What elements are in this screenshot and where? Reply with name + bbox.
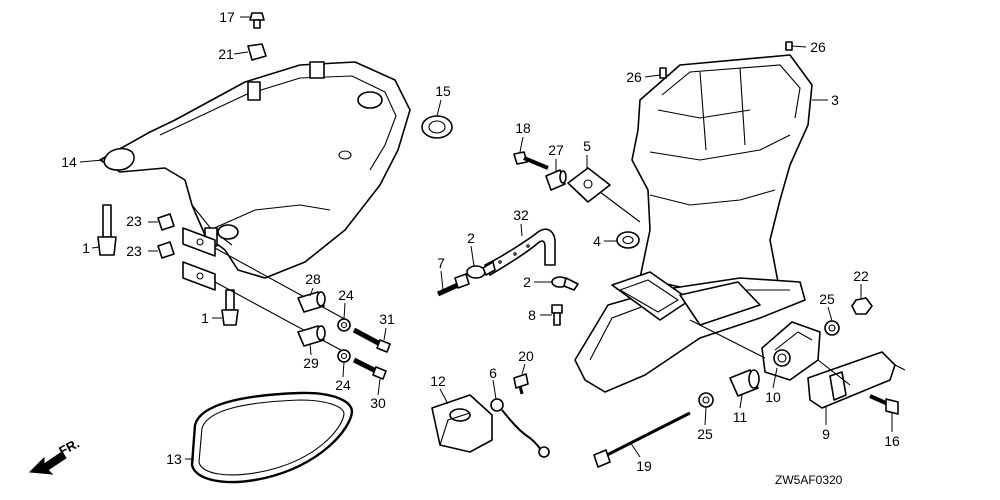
gear-case-base (574, 271, 806, 393)
extension-case (631, 41, 813, 293)
callout-8: 8 (528, 307, 536, 323)
mount-tab-upper (182, 227, 216, 257)
callout-9: 9 (822, 426, 830, 442)
callout-22: 22 (853, 268, 869, 284)
callout-13: 13 (166, 451, 182, 467)
callout-27: 27 (548, 142, 564, 158)
grommet-15 (421, 115, 453, 139)
hose-32 (484, 228, 556, 276)
callout-28: 28 (305, 271, 321, 287)
diagram-code: ZW5AF0320 (775, 473, 843, 487)
callout-30: 30 (370, 395, 386, 411)
bolt-1-lower (221, 289, 239, 326)
callout-25-upper: 25 (819, 291, 835, 307)
callout-5: 5 (583, 138, 591, 154)
bolt-7 (436, 273, 470, 297)
clip-23-upper (157, 213, 175, 231)
callout-16: 16 (884, 433, 900, 449)
bolt-31 (352, 327, 391, 353)
clip-nut-21 (247, 43, 267, 61)
collar-29 (297, 325, 326, 347)
callout-26-right: 26 (810, 39, 826, 55)
callout-15: 15 (435, 83, 451, 99)
callout-17: 17 (219, 9, 235, 25)
callout-2-upper: 2 (467, 230, 475, 246)
ground-strap-6 (490, 398, 550, 458)
collar-27 (545, 169, 567, 191)
callout-11: 11 (733, 409, 748, 425)
collar-28 (297, 291, 326, 313)
grommet-4 (616, 231, 640, 249)
callout-24-lower: 24 (335, 377, 351, 393)
callout-21: 21 (218, 46, 234, 62)
clip-23-lower (157, 241, 175, 259)
callout-18: 18 (515, 120, 531, 136)
callout-4: 4 (593, 233, 601, 249)
front-direction-indicator: FR. (28, 436, 82, 475)
hose-clip-2-upper (466, 261, 496, 279)
bolt-17 (249, 12, 265, 29)
plate-5 (567, 167, 641, 223)
mount-bracket-10 (761, 321, 821, 381)
bolt-1-upper (97, 204, 117, 256)
leader-lines (79, 16, 893, 460)
nut-22 (851, 297, 873, 315)
mount-tab-lower (182, 261, 216, 291)
callout-29: 29 (303, 355, 319, 371)
callout-12: 12 (430, 373, 446, 389)
callout-31: 31 (379, 311, 395, 327)
callout-14: 14 (61, 154, 77, 170)
bolt-16 (869, 394, 899, 415)
callout-10: 10 (765, 389, 781, 405)
front-arrow-icon (28, 451, 67, 475)
callout-26-left: 26 (626, 69, 642, 85)
callout-32: 32 (513, 207, 529, 223)
callout-25-lower: 25 (697, 426, 713, 442)
callout-19: 19 (636, 458, 652, 474)
callout-7: 7 (437, 255, 445, 271)
washer-25-lower (698, 392, 714, 408)
callout-2-lower: 2 (523, 274, 531, 290)
washer-24-upper (337, 318, 351, 332)
bolt-20 (513, 373, 529, 395)
callout-6: 6 (489, 365, 497, 381)
bolt-30 (352, 357, 387, 380)
washer-25-upper (824, 320, 840, 336)
callout-1-lower: 1 (201, 310, 209, 326)
long-bolt-19 (593, 411, 691, 468)
bolt-18 (513, 151, 549, 170)
washer-24-lower (337, 349, 351, 363)
callouts: 17 21 14 1 23 23 1 15 28 24 31 29 24 30 … (61, 9, 900, 474)
callout-3: 3 (831, 92, 839, 108)
bracket-12 (431, 394, 493, 453)
upper-cover (99, 61, 411, 279)
hose-clip-2-lower (551, 276, 579, 291)
callout-23-lower: 23 (126, 243, 142, 259)
callout-23-upper: 23 (126, 213, 142, 229)
callout-24-upper: 24 (338, 287, 354, 303)
seal-13 (190, 391, 354, 484)
callout-1-upper: 1 (82, 240, 90, 256)
callout-20: 20 (518, 348, 534, 364)
plug-8 (551, 304, 563, 326)
collar-11 (729, 369, 760, 397)
